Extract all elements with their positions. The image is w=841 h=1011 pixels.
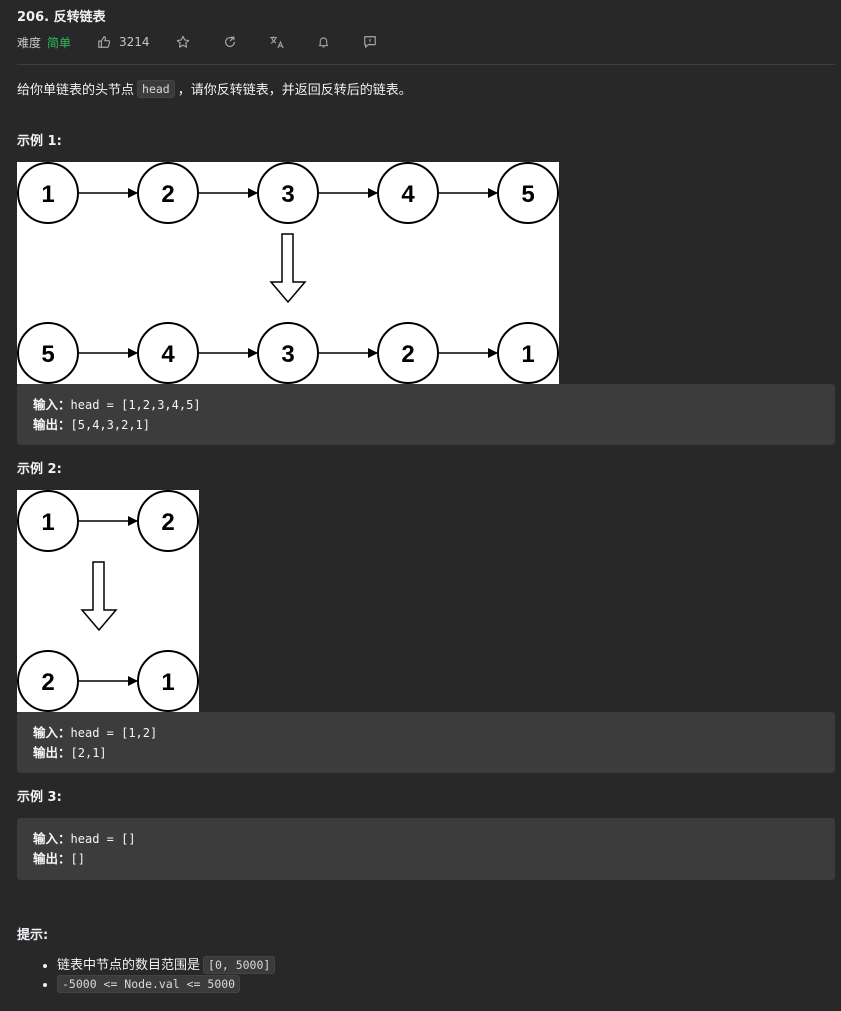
- node-value: 1: [41, 509, 54, 536]
- input-value: head = []: [70, 832, 136, 846]
- output-label: 输出：: [33, 417, 71, 432]
- list-node: [497, 162, 559, 224]
- node-value: 3: [281, 181, 294, 208]
- notification-button[interactable]: [317, 35, 330, 49]
- problem-description: 给你单链表的头节点 head ，请你反转链表，并返回反转后的链表。: [17, 79, 412, 98]
- list-node: [377, 162, 439, 224]
- output-label: 输出：: [33, 851, 71, 866]
- example-1-code-block: 输入：head = [1,2,3,4,5] 输出：[5,4,3,2,1]: [17, 384, 835, 445]
- likes-count: 3214: [119, 35, 150, 49]
- translate-icon: [269, 36, 284, 49]
- difficulty-badge: 简单: [47, 35, 72, 50]
- node-value: 2: [401, 341, 414, 368]
- problem-meta-bar: 难度 简单 3214: [17, 33, 377, 51]
- node-value: 5: [41, 341, 54, 368]
- example-1-heading: 示例 1:: [17, 134, 62, 149]
- like-button[interactable]: 3214: [97, 35, 150, 49]
- list-node: [17, 490, 79, 552]
- share-button[interactable]: [223, 35, 237, 49]
- list-node: [377, 322, 439, 384]
- output-label: 输出：: [33, 745, 71, 760]
- input-label: 输入：: [33, 397, 71, 412]
- node-value: 1: [521, 341, 534, 368]
- example-1-bottom-list: 5 4 3 2 1: [17, 322, 559, 384]
- node-value: 4: [401, 181, 415, 208]
- difficulty-label: 难度: [17, 35, 42, 50]
- input-label: 输入：: [33, 725, 71, 740]
- share-icon: [224, 36, 235, 47]
- feedback-icon: [363, 36, 376, 48]
- example-2-heading: 示例 2:: [17, 462, 62, 477]
- thumbs-up-icon: [98, 36, 111, 48]
- example-2-code-block: 输入：head = [1,2] 输出：[2,1]: [17, 712, 835, 773]
- input-value: head = [1,2]: [70, 726, 158, 740]
- star-icon: [176, 35, 189, 48]
- down-arrow-icon: [80, 561, 118, 632]
- bell-icon: [318, 37, 328, 48]
- header-divider: [17, 64, 835, 65]
- example-3-heading: 示例 3:: [17, 790, 62, 805]
- node-value: 1: [161, 669, 174, 696]
- hints-heading: 提示:: [17, 928, 49, 943]
- output-value: [5,4,3,2,1]: [70, 418, 150, 432]
- hints-list: 链表中节点的数目范围是[0, 5000] -5000 <= Node.val <…: [39, 956, 278, 994]
- output-value: []: [70, 852, 85, 866]
- list-node: [137, 162, 199, 224]
- list-node: [257, 162, 319, 224]
- hint-code: -5000 <= Node.val <= 5000: [57, 975, 241, 993]
- node-value: 3: [281, 341, 294, 368]
- hint-item: 链表中节点的数目范围是[0, 5000]: [57, 956, 278, 975]
- node-value: 1: [41, 181, 54, 208]
- list-node: [17, 162, 79, 224]
- example-3-code-block: 输入：head = [] 输出：[]: [17, 818, 835, 880]
- list-node: [17, 650, 79, 712]
- input-value: head = [1,2,3,4,5]: [70, 398, 201, 412]
- node-value: 4: [161, 341, 175, 368]
- list-node: [137, 650, 199, 712]
- head-code: head: [137, 79, 175, 98]
- hint-code: [0, 5000]: [203, 956, 276, 974]
- example-1-diagram: 1 2 3 4 5 5 4 3 2 1: [17, 162, 559, 384]
- node-value: 2: [41, 669, 54, 696]
- input-label: 输入：: [33, 831, 71, 846]
- hint-text: 链表中节点的数目范围是: [57, 958, 201, 973]
- down-arrow-icon: [269, 233, 307, 304]
- list-node: [497, 322, 559, 384]
- node-value: 5: [521, 181, 534, 208]
- list-node: [257, 322, 319, 384]
- translate-button[interactable]: [269, 35, 285, 49]
- feedback-button[interactable]: [363, 35, 377, 49]
- problem-title: 206. 反转链表: [17, 10, 106, 25]
- list-node: [137, 322, 199, 384]
- node-value: 2: [161, 181, 174, 208]
- example-1-top-list: 1 2 3 4 5: [17, 162, 559, 224]
- example-2-diagram: 1 2 2 1: [17, 490, 199, 712]
- output-value: [2,1]: [70, 746, 107, 760]
- node-value: 2: [161, 509, 174, 536]
- description-text: 给你单链表的头节点: [17, 83, 135, 98]
- list-node: [17, 322, 79, 384]
- favorite-button[interactable]: [176, 35, 190, 49]
- list-node: [137, 490, 199, 552]
- hint-item: -5000 <= Node.val <= 5000: [57, 975, 278, 994]
- description-text-end: ，请你反转链表，并返回反转后的链表。: [177, 83, 412, 98]
